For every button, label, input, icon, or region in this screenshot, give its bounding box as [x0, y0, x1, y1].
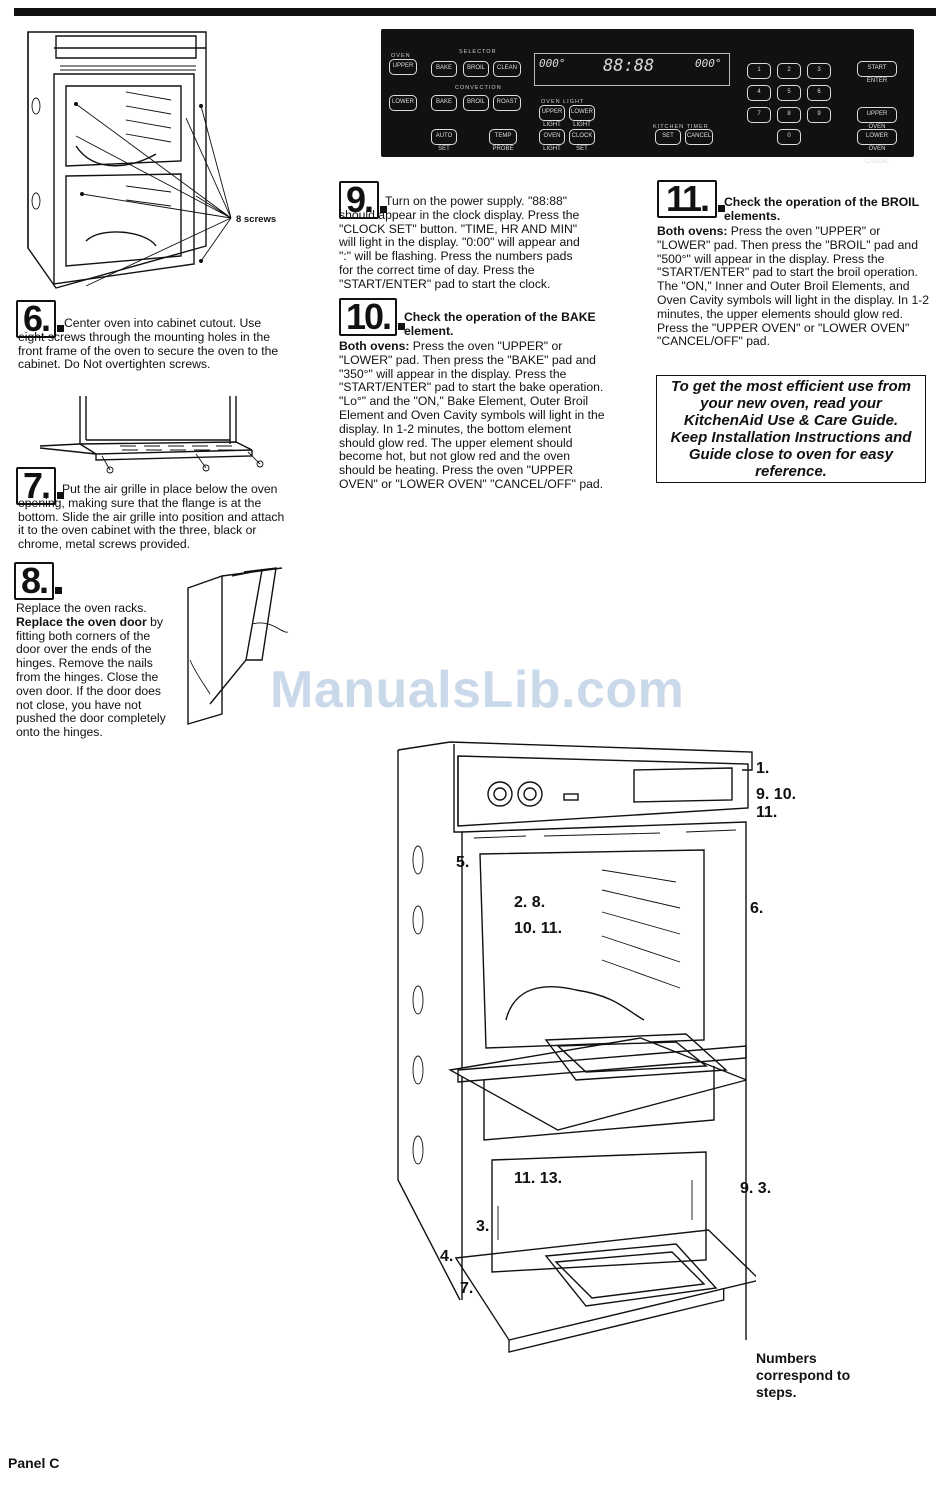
timer-cancel-pad[interactable]: CANCEL — [685, 129, 713, 145]
step-8-line1: Replace the oven racks. — [16, 601, 147, 615]
broil-pad[interactable]: BROIL — [463, 61, 489, 77]
callout-1: 1. — [756, 760, 770, 777]
step-8-badge: 8. — [14, 562, 62, 600]
callout-11-13: 11. 13. — [514, 1170, 563, 1187]
callout-10-11: 10. 11. — [514, 920, 563, 937]
step-10-badge: 10. — [339, 298, 405, 336]
display-right-temp: 000° — [695, 57, 722, 70]
step-10-lead: Both ovens: — [339, 339, 410, 353]
door-install-illustration — [187, 567, 289, 725]
step-10-heading: Check the operation of the BAKE element. — [404, 310, 596, 338]
clock-set-pad[interactable]: CLOCK SET — [569, 129, 595, 152]
number-pad-5[interactable]: 5 — [777, 85, 801, 101]
number-pad-4[interactable]: 4 — [747, 85, 771, 101]
control-panel: SELECTOR CONVECTION OVEN OVEN LIGHT KITC… — [381, 29, 914, 165]
oven-cabinet-screws-illustration — [27, 31, 232, 289]
step-11-lead: Both ovens: — [657, 224, 728, 238]
number-pad-3[interactable]: 3 — [807, 63, 831, 79]
step-9-text: Turn on the power supply. "88:88" should… — [339, 194, 580, 291]
roast-pad[interactable]: ROAST — [493, 95, 521, 111]
convection-label: CONVECTION — [455, 85, 502, 91]
step-9-badge: 9. — [339, 181, 387, 219]
step-6-text: Center oven into cabinet cutout. Use eig… — [18, 316, 279, 372]
callout-7: 7. — [460, 1280, 474, 1297]
callout-4: 4. — [440, 1248, 454, 1265]
screws-label: 8 screws — [236, 214, 277, 225]
number-pad-0[interactable]: 0 — [777, 129, 801, 145]
upper-light-pad[interactable]: UPPER LIGHT — [539, 105, 565, 128]
step-11-badge: 11. — [657, 180, 725, 218]
oven-light-pad[interactable]: OVEN LIGHT — [539, 129, 565, 152]
conv-broil-pad[interactable]: BROIL — [463, 95, 489, 111]
auto-set-pad[interactable]: AUTO SET — [431, 129, 457, 152]
kitchen-timer-label: KITCHEN TIMER — [653, 124, 709, 130]
callout-3: 3. — [476, 1218, 490, 1235]
callout-5: 5. — [456, 854, 470, 871]
oven-label: OVEN — [391, 53, 411, 59]
info-box-text: To get the most efficient use from your … — [670, 378, 912, 480]
step-7-badge: 7. — [16, 467, 64, 505]
lower-light-pad[interactable]: LOWER LIGHT — [569, 105, 595, 128]
bake-pad[interactable]: BAKE — [431, 61, 457, 77]
callout-6: 6. — [750, 900, 764, 917]
display-left-temp: 000° — [539, 57, 566, 70]
temp-probe-pad[interactable]: TEMP PROBE — [489, 129, 517, 152]
step-8-text: Replace the oven racks. Replace the oven… — [16, 601, 176, 740]
number-pad-9[interactable]: 9 — [807, 107, 831, 123]
info-box: To get the most efficient use from your … — [656, 375, 926, 483]
number-pad-2[interactable]: 2 — [777, 63, 801, 79]
top-rule — [14, 8, 936, 16]
lower-oven-cancel-pad[interactable]: LOWER OVEN CANCEL — [857, 129, 897, 165]
step-10-body: Press the oven "UPPER" or "LOWER" pad. T… — [339, 339, 605, 491]
step-8-bold: Replace the oven door — [16, 614, 147, 629]
callout-2-8: 2. 8. — [514, 894, 546, 911]
step-6-badge: 6. — [16, 300, 64, 338]
clean-pad[interactable]: CLEAN — [493, 61, 521, 77]
step-8-body: by fitting both corners of the door over… — [16, 614, 166, 740]
number-pad-1[interactable]: 1 — [747, 63, 771, 79]
number-pad-8[interactable]: 8 — [777, 107, 801, 123]
selector-label: SELECTOR — [459, 49, 497, 55]
upper-pad[interactable]: UPPER — [389, 59, 417, 75]
step-11-text: Both ovens: Press the oven "UPPER" or "L… — [657, 224, 935, 349]
display-clock: 88:88 — [603, 56, 655, 76]
air-grille-illustration — [40, 396, 264, 474]
conv-bake-pad[interactable]: BAKE — [431, 95, 457, 111]
oven-light-label: OVEN LIGHT — [541, 99, 585, 105]
lower-pad[interactable]: LOWER — [389, 95, 417, 111]
step-11-heading: Check the operation of the BROIL element… — [724, 195, 919, 223]
callout-9-3: 9. 3. — [740, 1180, 772, 1197]
upper-oven-cancel-pad[interactable]: UPPER OVEN CANCEL — [857, 107, 897, 143]
start-enter-pad[interactable]: START ENTER — [857, 61, 897, 84]
panel-label: Panel C — [8, 1455, 60, 1471]
number-pad-7[interactable]: 7 — [747, 107, 771, 123]
callout-note: Numbers correspond to steps. — [756, 1350, 851, 1400]
step-10-text: Both ovens: Press the oven "UPPER" or "L… — [339, 339, 609, 492]
double-oven-illustration — [397, 741, 756, 1353]
callout-9-10: 9. 10. — [756, 786, 797, 803]
clock-display: 000° 88:88 000° — [534, 53, 730, 86]
number-pad-6[interactable]: 6 — [807, 85, 831, 101]
step-7-text: Put the air grille in place below the ov… — [18, 482, 285, 552]
timer-set-pad[interactable]: SET — [655, 129, 681, 145]
callout-11: 11. — [756, 804, 778, 821]
step-11-body: Press the oven "UPPER" or "LOWER" pad. T… — [657, 224, 930, 349]
watermark: ManualsLib.com — [270, 661, 685, 719]
